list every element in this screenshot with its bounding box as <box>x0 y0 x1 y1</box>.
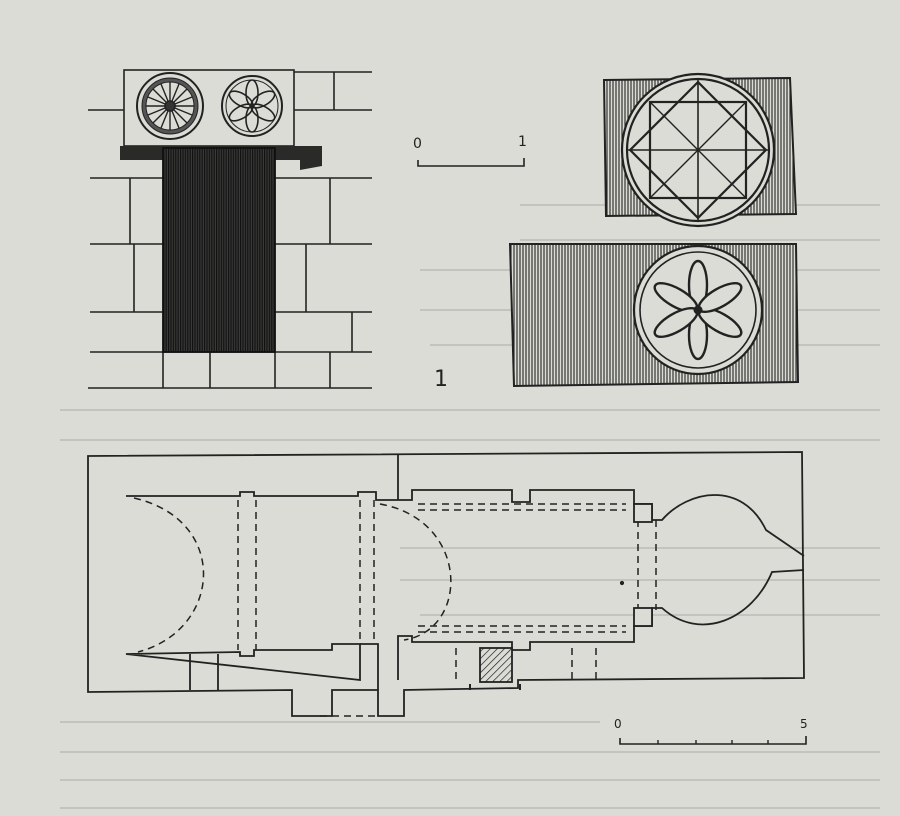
scale-bar-large: 0 5 <box>614 717 808 745</box>
scale-large-label-end: 5 <box>800 717 808 731</box>
figure-number: 1 <box>434 367 448 392</box>
six-petal-flower-icon <box>221 75 283 137</box>
plan-vault-lines <box>133 497 657 717</box>
star-polygon-icon <box>620 72 776 228</box>
rosette-icon <box>136 72 204 140</box>
plan-hatched-pier <box>479 647 513 683</box>
doorway-elevation <box>88 69 372 389</box>
carved-panel-rosette <box>508 243 800 388</box>
plan-lower-room <box>189 643 379 690</box>
floor-plan <box>87 451 805 717</box>
scale-bar-small: 0 1 <box>413 134 527 167</box>
scale-small-label-start: 0 <box>413 136 422 152</box>
plan-outer-wall <box>87 451 805 717</box>
six-petal-rosette-icon <box>632 244 764 376</box>
carved-panel-star <box>602 72 798 228</box>
plan-inner-wall <box>125 489 805 682</box>
scale-small-label-end: 1 <box>518 134 527 150</box>
door-opening <box>162 147 276 353</box>
scale-large-label-start: 0 <box>614 717 622 731</box>
